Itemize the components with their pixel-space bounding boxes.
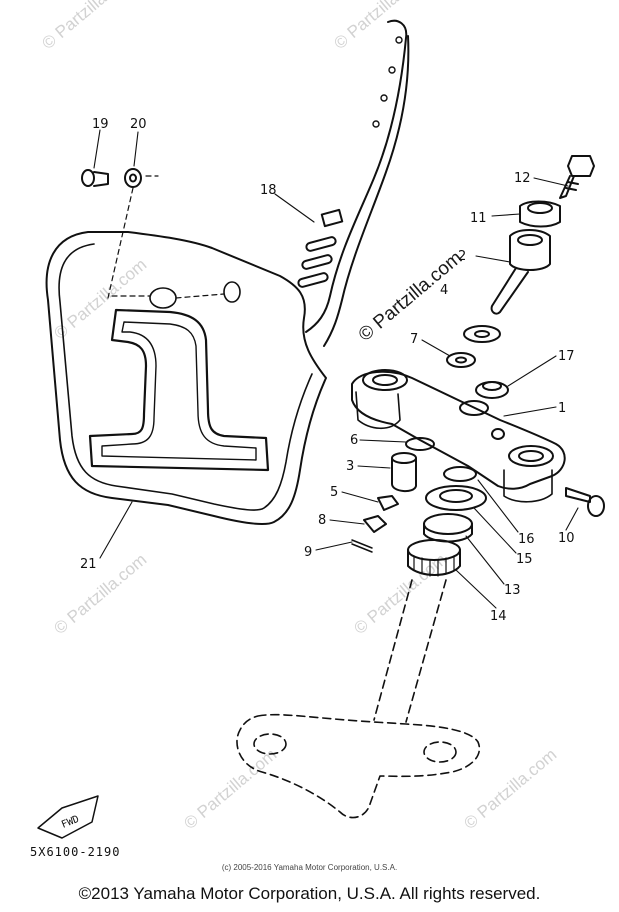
washer bbox=[124, 168, 142, 188]
leader-lines bbox=[93, 129, 579, 609]
callout-14: 14 bbox=[490, 609, 507, 624]
callout-8: 8 bbox=[318, 513, 326, 528]
callout-13: 13 bbox=[504, 583, 521, 598]
callout-20: 20 bbox=[130, 117, 147, 132]
callout-21: 21 bbox=[80, 557, 97, 572]
callout-12: 12 bbox=[514, 171, 531, 186]
cotter-pin bbox=[351, 539, 373, 553]
ball-race bbox=[423, 513, 473, 543]
watermark: © Partzilla.com bbox=[330, 0, 430, 53]
callout-3: 3 bbox=[346, 459, 354, 474]
castle-nut bbox=[363, 515, 387, 533]
callout-2: 2 bbox=[458, 249, 466, 264]
callout-15: 15 bbox=[516, 552, 533, 567]
number-plate bbox=[45, 231, 327, 525]
bush bbox=[475, 381, 509, 399]
clamp-bolt bbox=[565, 487, 605, 517]
callout-6: 6 bbox=[350, 433, 358, 448]
watermark: © Partzilla.com bbox=[38, 0, 138, 53]
watermarks: © Partzilla.com © Partzilla.com © Partzi… bbox=[38, 0, 560, 833]
watermark: © Partzilla.com bbox=[50, 255, 150, 343]
callout-1: 1 bbox=[558, 401, 566, 416]
fwd-arrow-icon bbox=[37, 795, 99, 839]
handlebar-clamp bbox=[519, 200, 561, 228]
callout-11: 11 bbox=[470, 211, 487, 226]
upper-bracket bbox=[351, 369, 566, 503]
pinch-bolt bbox=[559, 155, 595, 199]
screw bbox=[81, 169, 109, 187]
spacer bbox=[391, 452, 417, 492]
collar-washer bbox=[446, 352, 476, 368]
watermark: © Partzilla.com bbox=[50, 550, 150, 638]
callout-16: 16 bbox=[518, 532, 535, 547]
callout-18: 18 bbox=[260, 183, 277, 198]
handle-holder bbox=[490, 229, 551, 315]
callout-9: 9 bbox=[304, 545, 312, 560]
callout-19: 19 bbox=[92, 117, 109, 132]
callout-10: 10 bbox=[558, 531, 575, 546]
collar bbox=[405, 437, 435, 451]
bearing-cover bbox=[425, 485, 487, 511]
plate-bracket bbox=[297, 19, 410, 347]
copyright-small: (c) 2005-2016 Yamaha Motor Corporation, … bbox=[221, 863, 398, 872]
callout-4: 4 bbox=[440, 283, 448, 298]
lock-washer bbox=[443, 466, 477, 482]
damper bbox=[463, 325, 501, 343]
callout-17: 17 bbox=[558, 349, 575, 364]
callout-7: 7 bbox=[410, 332, 418, 347]
callouts: 19 20 18 12 11 2 4 7 17 1 6 3 5 8 9 10 1… bbox=[80, 117, 575, 624]
watermark: © Partzilla.com bbox=[180, 745, 280, 833]
copyright-notice: ©2013 Yamaha Motor Corporation, U.S.A. A… bbox=[78, 884, 541, 903]
nut bbox=[377, 495, 399, 511]
steering-stem bbox=[236, 579, 481, 819]
bearing bbox=[407, 539, 461, 577]
diagram-code: 5X6100-2190 bbox=[30, 845, 121, 859]
callout-5: 5 bbox=[330, 485, 338, 500]
fwd-label: FWD bbox=[60, 814, 81, 831]
